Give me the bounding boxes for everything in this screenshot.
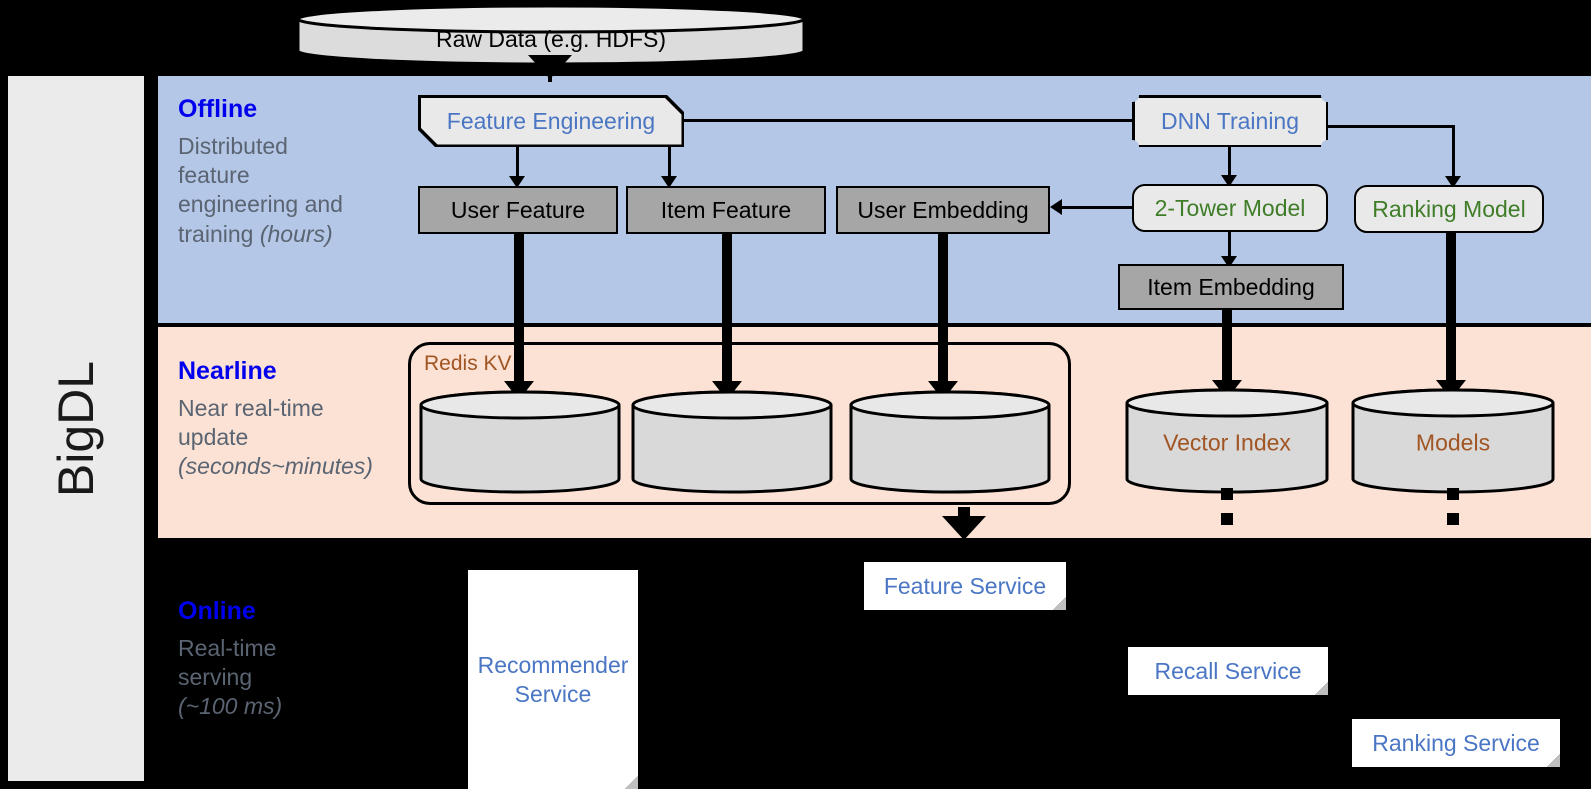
user-embedding-label: User Embedding — [857, 196, 1029, 223]
item-feature-label: Item Feature — [660, 196, 792, 223]
pipe-itemembedding-to-vectorindex — [1222, 310, 1232, 388]
redis-store-2[interactable] — [630, 390, 834, 494]
dnn-corner-tr — [1321, 89, 1334, 102]
nearline-sub-l2: update — [178, 423, 249, 450]
vector-index-store[interactable]: Vector Index — [1124, 388, 1330, 494]
arrow-dnn-to-ranking-v — [1452, 125, 1455, 180]
recommender-service-l1: Recommender — [477, 652, 629, 679]
raw-data-store: Raw Data (e.g. HDFS) — [295, 4, 807, 66]
ranking-service-body — [1352, 719, 1560, 767]
cylinder-icon — [1125, 388, 1329, 494]
feature-service-box[interactable]: Feature Service — [864, 562, 1066, 610]
redis-kv-label: Redis KV — [424, 352, 512, 375]
online-caption: Online Real-time serving (~100 ms) — [178, 597, 428, 722]
item-embedding-box[interactable]: Item Embedding — [1118, 264, 1344, 310]
arrow-twotower-to-userembedding-head — [1050, 199, 1062, 215]
connector-vectorindex-stub-2 — [1221, 513, 1233, 525]
item-embedding-label: Item Embedding — [1147, 273, 1315, 300]
cylinder-icon — [1351, 388, 1555, 494]
dnn-corner-br — [1321, 140, 1334, 153]
nearline-sub-l1: Near real-time — [178, 394, 324, 421]
cylinder-icon — [849, 390, 1051, 494]
recall-service-box[interactable]: Recall Service — [1128, 647, 1328, 695]
bigdl-sidebar: BigDL — [8, 76, 144, 781]
connector-redis-to-featureservice-head — [942, 516, 986, 540]
recall-service-body — [1128, 647, 1328, 695]
redis-store-3[interactable] — [848, 390, 1052, 494]
nearline-caption: Nearline Near real-time update (seconds~… — [178, 357, 428, 482]
offline-sub-l2: feature — [178, 161, 250, 188]
raw-data-label: Raw Data (e.g. HDFS) — [435, 26, 667, 52]
offline-sub-l1: Distributed — [178, 132, 288, 159]
pipe-userfeature-to-store — [514, 234, 524, 389]
connector-models-stub-2 — [1447, 513, 1459, 525]
dnn-training-fill — [1134, 97, 1326, 145]
feature-service-body — [864, 562, 1066, 610]
arrow-fe-to-userfeature-line — [516, 146, 519, 180]
user-embedding-box[interactable]: User Embedding — [836, 186, 1050, 234]
models-store[interactable]: Models — [1350, 388, 1556, 494]
item-feature-box[interactable]: Item Feature — [626, 186, 826, 234]
ranking-model-box[interactable]: Ranking Model — [1354, 185, 1544, 233]
ranking-model-label: Ranking Model — [1372, 195, 1526, 222]
connector-models-stub-1 — [1447, 488, 1459, 500]
two-tower-model-box[interactable]: 2-Tower Model — [1132, 184, 1328, 232]
arrow-fe-to-itemfeature-head — [661, 176, 677, 188]
online-title: Online — [178, 597, 256, 625]
feature-engineering-label: Feature Engineering — [446, 107, 656, 134]
ranking-service-label: Ranking Service — [1372, 729, 1540, 756]
user-feature-box[interactable]: User Feature — [418, 186, 618, 234]
offline-caption: Offline Distributed feature engineering … — [178, 95, 408, 250]
ranking-service-box[interactable]: Ranking Service — [1352, 719, 1560, 767]
dnn-training-box[interactable]: DNN Training — [1126, 89, 1334, 153]
redis-kv-container — [408, 342, 1071, 505]
arrow-dnn-to-twotower-line — [1228, 147, 1231, 179]
recommender-service-label: Recommender Service — [468, 570, 638, 789]
cylinder-icon — [419, 390, 621, 494]
pipe-rankingmodel-to-models — [1446, 233, 1456, 388]
nearline-sub-emph: (seconds~minutes) — [178, 453, 373, 480]
arrow-dnn-to-ranking-h — [1328, 125, 1455, 128]
cylinder-icon — [631, 390, 833, 494]
pipe-userembedding-to-store — [938, 234, 948, 389]
online-sub-l1: Real-time — [178, 634, 277, 661]
feature-engineering-box[interactable]: Feature Engineering — [421, 98, 682, 145]
nearline-title: Nearline — [178, 357, 277, 385]
bigdl-label: BigDL — [48, 360, 104, 497]
two-tower-model-label: 2-Tower Model — [1154, 194, 1306, 221]
arrow-twotower-to-userembedding-line — [1062, 206, 1134, 209]
dnn-training-label: DNN Training — [1160, 107, 1300, 134]
recall-service-label: Recall Service — [1154, 657, 1302, 684]
recommender-service-body — [468, 570, 638, 789]
dnn-corner-bl — [1126, 140, 1139, 153]
recommender-service-l2: Service — [514, 680, 592, 707]
offline-sub-l3: engineering and — [178, 191, 343, 218]
online-sub-emph: (~100 ms) — [178, 693, 283, 720]
online-sub-l2: serving — [178, 663, 253, 690]
user-feature-label: User Feature — [450, 196, 586, 223]
arrow-fe-to-itemfeature-line — [668, 146, 671, 180]
online-subtitle: Real-time serving (~100 ms) — [178, 634, 428, 722]
offline-sub-emph: (hours) — [259, 220, 333, 247]
arrow-rawdata-to-fe-head — [528, 55, 572, 79]
arrow-fe-to-dnn-line — [684, 119, 1150, 122]
dnn-corner-tl — [1126, 89, 1139, 102]
arrow-fe-to-userfeature-head — [509, 176, 525, 188]
offline-title: Offline — [178, 95, 258, 123]
redis-store-1[interactable] — [418, 390, 622, 494]
raw-data-cylinder-icon — [296, 4, 806, 66]
offline-sub-l4: training — [178, 220, 260, 247]
feature-service-label: Feature Service — [883, 572, 1047, 599]
pipe-itemfeature-to-store — [722, 234, 732, 389]
nearline-subtitle: Near real-time update (seconds~minutes) — [178, 394, 428, 482]
recommender-service-box[interactable]: Recommender Service — [468, 570, 638, 789]
connector-vectorindex-stub-1 — [1221, 488, 1233, 500]
offline-subtitle: Distributed feature engineering and trai… — [178, 132, 408, 250]
arrow-twotower-to-itemembedding-line — [1228, 232, 1231, 262]
